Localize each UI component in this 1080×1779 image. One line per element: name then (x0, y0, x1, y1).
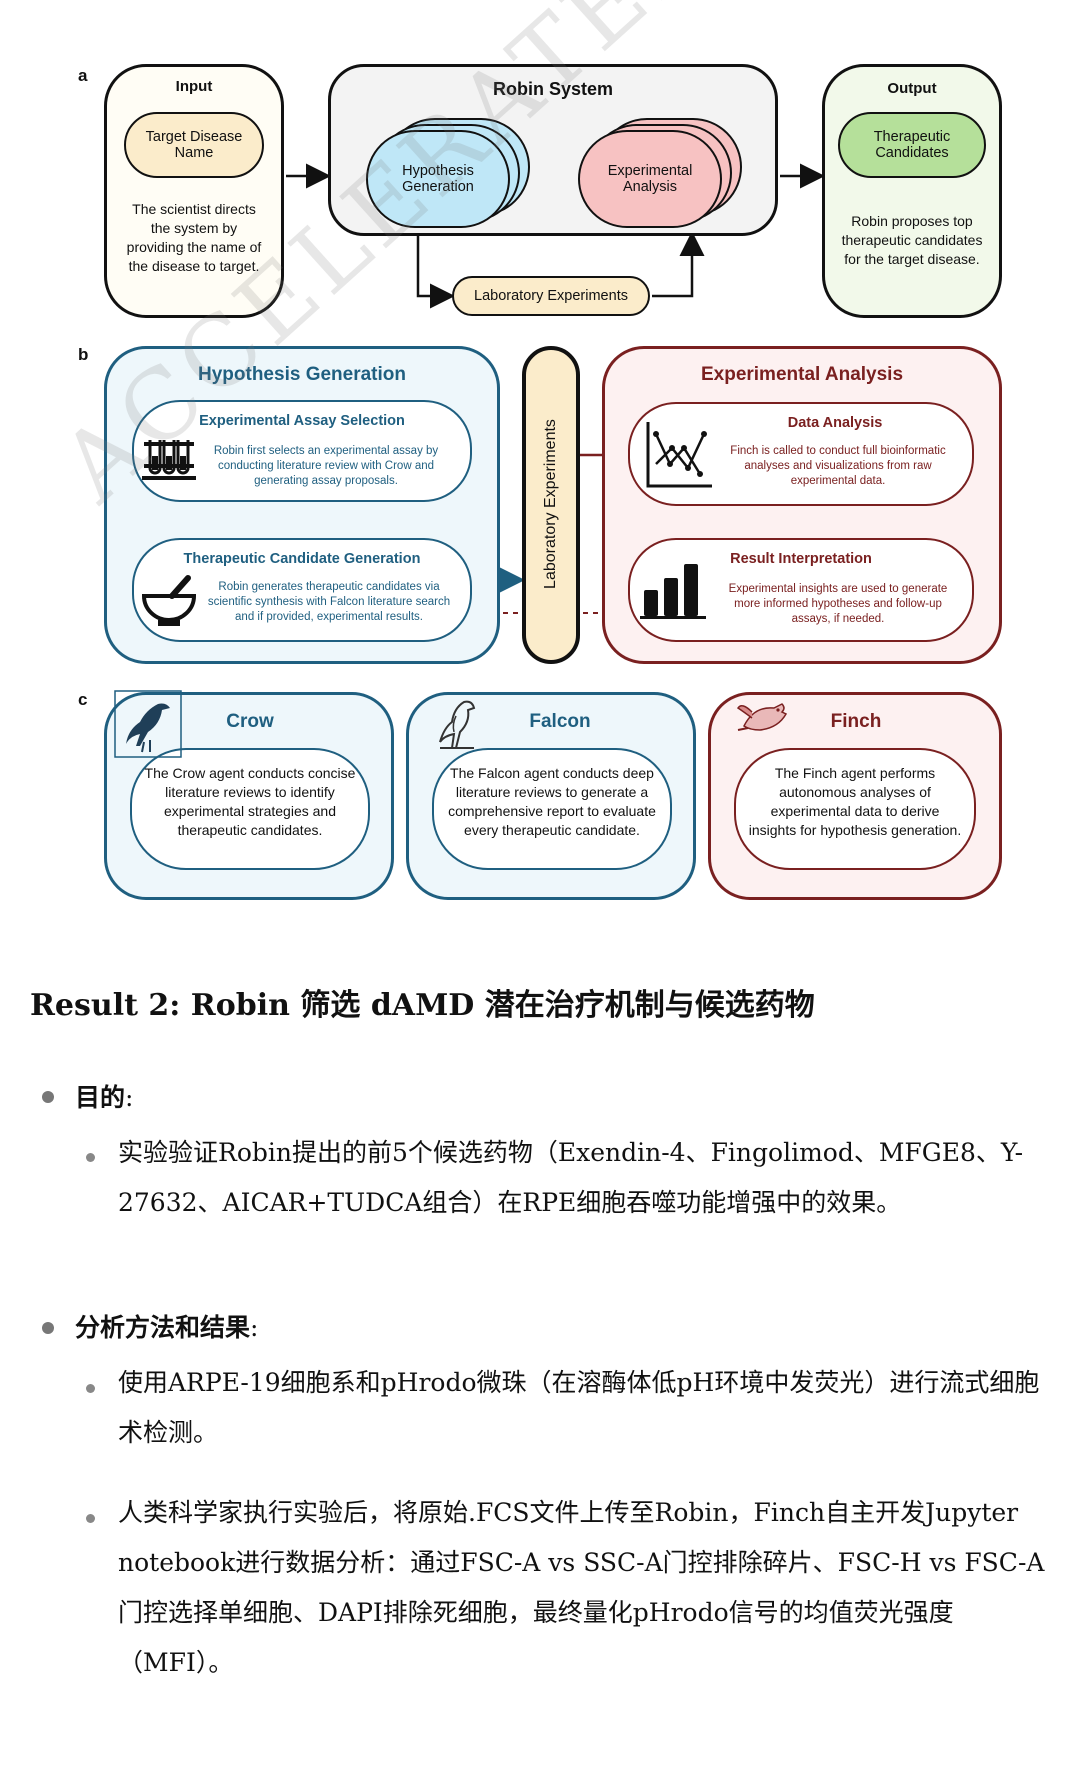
crow-description: The Crow agent conducts concise literatu… (144, 765, 356, 838)
candidate-generation-desc: Robin generates therapeutic candidates v… (207, 581, 451, 623)
line-chart-icon (646, 422, 712, 488)
falcon-desc-card (432, 748, 672, 870)
bullet-methods (42, 1322, 54, 1334)
input-description: The scientist directs the system by prov… (126, 201, 262, 274)
hypothesis-generation-title: Hypothesis Generation (198, 364, 406, 385)
input-title: Input (175, 78, 213, 95)
laboratory-experiments-pill: Laboratory Experiments (452, 276, 650, 316)
figure: a Input Target Disease Name The scientis… (40, 0, 1080, 900)
assay-selection-desc: Robin first selects an experimental assa… (213, 445, 439, 487)
panel-letter-c: c (78, 690, 88, 709)
methods-label-line: 分析方法和结果: (75, 1308, 258, 1344)
data-analysis-title: Data Analysis (787, 415, 883, 431)
bullet-methods-text-2 (86, 1514, 95, 1523)
test-tubes-icon (142, 440, 196, 480)
therapeutic-candidates-label: Therapeutic Candidates (873, 129, 951, 161)
purpose-paragraph: 实验验证Robin提出的前5个候选药物（Exendin-4、Fingolimod… (118, 1138, 1024, 1217)
purpose-label: 目的 (75, 1083, 126, 1112)
finch-icon (736, 703, 788, 731)
target-disease-label: Target Disease Name (145, 129, 243, 161)
input-box (104, 64, 284, 318)
methods-label: 分析方法和结果 (75, 1313, 251, 1342)
output-title: Output (887, 80, 937, 97)
target-disease-pill: Target Disease Name (124, 112, 264, 178)
purpose-colon: : (125, 1083, 134, 1112)
panel-letter-a: a (78, 66, 88, 85)
bullet-methods-text-1 (86, 1384, 95, 1393)
bar-chart-icon (640, 564, 706, 619)
data-analysis-desc: Finch is called to conduct full bioinfor… (730, 445, 946, 487)
experimental-analysis-pill: Experimental Analysis (578, 130, 722, 228)
assay-selection-title: Experimental Assay Selection (199, 413, 405, 429)
bullet-purpose (42, 1091, 54, 1103)
purpose-label-line: 目的: (75, 1078, 133, 1114)
panel-letter-b: b (78, 345, 89, 364)
hypothesis-generation-pill: Hypothesis Generation (366, 130, 510, 228)
data-analysis-card (628, 402, 974, 506)
finch-title: Finch (830, 711, 882, 732)
methods-paragraph-2: 人类科学家执行实验后，将原始.FCS文件上传至Robin，Finch自主开发Ju… (118, 1498, 1045, 1677)
result-interpretation-title: Result Interpretation (730, 551, 872, 567)
mortar-pestle-icon (141, 575, 197, 626)
candidate-generation-title: Therapeutic Candidate Generation (183, 551, 421, 567)
methods-colon: : (250, 1313, 259, 1342)
laboratory-experiments-label: Laboratory Experiments (474, 288, 628, 304)
methods-paragraph-1: 使用ARPE-19细胞系和pHrodo微珠（在溶酶体低pH环境中发荧光）进行流式… (118, 1368, 1040, 1447)
finch-description: The Finch agent performs autonomous anal… (748, 765, 962, 838)
arrow-lab-to-analysis (652, 231, 705, 298)
laboratory-experiments-vertical-pill (522, 346, 580, 664)
arrow-hypothesis-to-lab (416, 232, 455, 309)
bullet-purpose-text (86, 1153, 95, 1162)
falcon-title: Falcon (529, 711, 591, 732)
finch-desc-card (734, 748, 976, 870)
falcon-icon (439, 700, 476, 749)
crow-desc-card (130, 748, 370, 870)
crow-icon (114, 690, 182, 758)
laboratory-experiments-vertical-label: Laboratory Experiments (542, 419, 559, 589)
candidate-generation-card (132, 538, 472, 642)
experimental-analysis-title: Experimental Analysis (700, 364, 904, 385)
output-box (822, 64, 1002, 318)
robin-system-title: Robin System (492, 79, 614, 99)
therapeutic-candidates-pill: Therapeutic Candidates (838, 112, 986, 178)
output-description: Robin proposes top therapeutic candidate… (841, 213, 983, 267)
result-interpretation-desc: Experimental insights are used to genera… (728, 583, 948, 625)
hypothesis-generation-label: Hypothesis Generation (402, 163, 474, 195)
falcon-description: The Falcon agent conducts deep literatur… (448, 765, 656, 838)
experimental-analysis-label: Experimental Analysis (607, 163, 693, 195)
section-heading: Result 2: Robin 筛选 dAMD 潜在治疗机制与候选药物 (30, 988, 815, 1023)
crow-title: Crow (226, 711, 274, 732)
